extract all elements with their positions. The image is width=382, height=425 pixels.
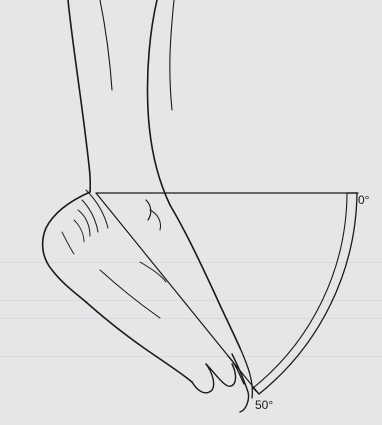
- zero-degree-label: 0°: [358, 194, 369, 206]
- toe-2: [206, 364, 235, 386]
- heel-crease: [62, 232, 74, 254]
- fifty-degree-line: [96, 193, 259, 394]
- tendon-line: [170, 0, 174, 110]
- shin-front-line: [147, 0, 170, 205]
- foot-sole: [86, 302, 192, 382]
- shin-back-line: [68, 0, 90, 192]
- fifty-degree-label: 50°: [255, 399, 273, 411]
- sole-arch: [100, 270, 160, 318]
- range-arc-inner: [253, 193, 347, 388]
- achilles-shading-3: [78, 210, 90, 236]
- metatarsal-line: [140, 262, 166, 282]
- arc-cap-bottom: [253, 388, 259, 394]
- achilles-shading-4: [74, 220, 84, 242]
- calf-line: [100, 0, 112, 90]
- range-arc-outer: [259, 193, 357, 394]
- ankle-bone-shade: [150, 210, 161, 230]
- heel-outline: [43, 192, 90, 302]
